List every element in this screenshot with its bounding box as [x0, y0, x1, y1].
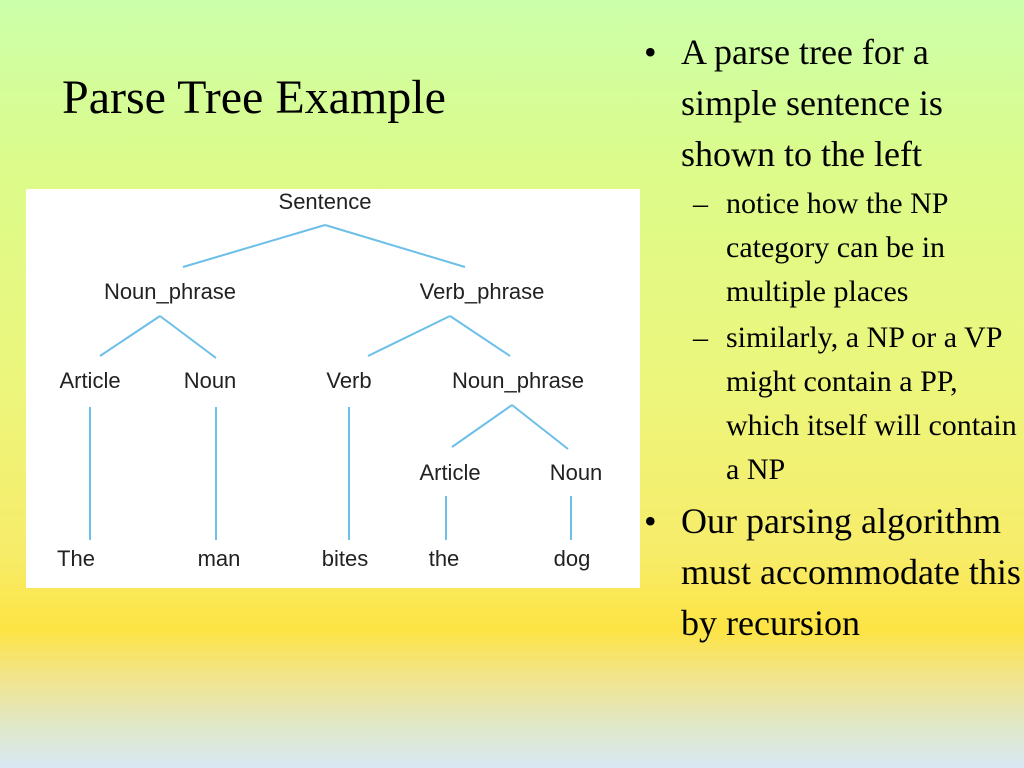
node-noun: Noun: [184, 368, 237, 393]
bullet-marker: •: [644, 32, 657, 72]
word-dog: dog: [554, 546, 591, 571]
word-man: man: [198, 546, 241, 571]
word-bites: bites: [322, 546, 368, 571]
parse-tree-diagram: Sentence Noun_phrase Verb_phrase Article…: [26, 189, 640, 588]
node-verb: Verb: [326, 368, 371, 393]
bullet-marker: •: [644, 501, 657, 541]
dash-marker: –: [693, 187, 708, 220]
sub-bullet-text: notice how the NP category can be in mul…: [726, 187, 948, 308]
slide-title: Parse Tree Example: [62, 71, 446, 124]
node-verb-phrase: Verb_phrase: [420, 279, 545, 304]
edge: [367, 315, 451, 357]
edge: [324, 224, 466, 268]
node-noun-phrase: Noun_phrase: [104, 279, 236, 304]
edge: [449, 315, 511, 357]
bullet-item: • Our parsing algorithm must accommodate…: [640, 496, 1024, 649]
word-the: The: [57, 546, 95, 571]
edge: [159, 315, 217, 359]
tree-edges: [89, 224, 572, 540]
node-article: Article: [59, 368, 120, 393]
dash-marker: –: [693, 321, 708, 354]
word-the-2: the: [429, 546, 460, 571]
node-noun-2: Noun: [550, 460, 603, 485]
bullet-text: A parse tree for a simple sentence is sh…: [681, 32, 943, 174]
bullet-list: • A parse tree for a simple sentence is …: [640, 27, 1024, 649]
sub-bullet-item: – notice how the NP category can be in m…: [640, 182, 1024, 314]
node-sentence: Sentence: [279, 189, 372, 214]
bullet-item: • A parse tree for a simple sentence is …: [640, 27, 1024, 180]
edge: [451, 404, 513, 448]
bullet-text: Our parsing algorithm must accommodate t…: [681, 501, 1021, 643]
sub-bullet-text: similarly, a NP or a VP might contain a …: [726, 321, 1017, 486]
edge: [182, 224, 326, 268]
node-article-2: Article: [419, 460, 480, 485]
node-noun-phrase-2: Noun_phrase: [452, 368, 584, 393]
edge: [99, 315, 161, 357]
edge: [511, 404, 569, 450]
sub-bullet-item: – similarly, a NP or a VP might contain …: [640, 316, 1024, 492]
